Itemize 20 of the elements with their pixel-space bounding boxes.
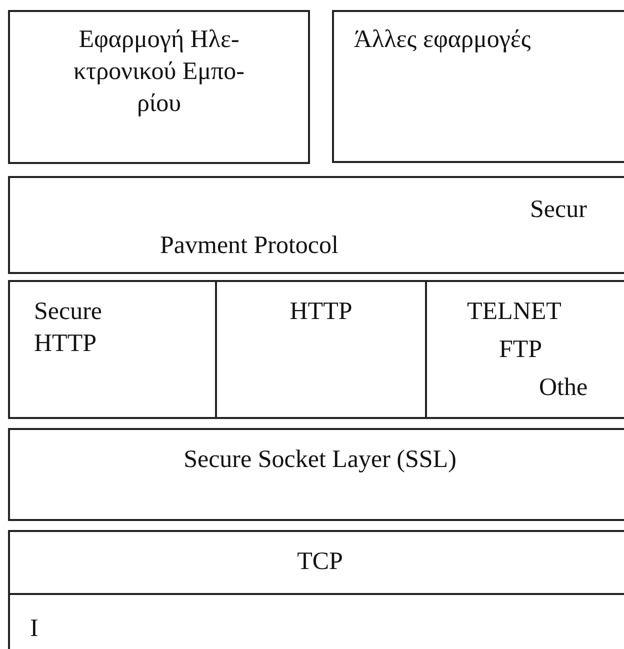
layer-label: TELNET — [467, 297, 562, 327]
layer-label: Secur — [530, 195, 588, 225]
layer-label: Pavment Protocol — [160, 231, 340, 261]
layer-label: Secure Socket Layer (SSL) — [182, 445, 458, 475]
layer-label: Άλλες εφαρμογές — [354, 25, 532, 55]
layer-label: I — [30, 614, 40, 644]
application-layer-box — [8, 10, 310, 164]
application-layer-box — [332, 10, 624, 163]
protocol-layer-box — [8, 176, 624, 274]
layer-label: Secure HTTP — [34, 297, 104, 359]
protocol-cell — [8, 280, 217, 419]
protocol-cell — [215, 280, 427, 419]
layer-label: Εφαρμογή Ηλε- κτρονικού Εμπο- ρίου — [72, 25, 246, 119]
layer-label: TCP — [296, 547, 344, 577]
protocol-layer-box — [8, 530, 624, 595]
layer-label: Othe — [539, 373, 589, 403]
protocol-layer-box — [8, 428, 624, 521]
protocol-cell — [425, 280, 624, 419]
layer-label: FTP — [499, 335, 544, 365]
layer-label: HTTP — [288, 297, 354, 327]
